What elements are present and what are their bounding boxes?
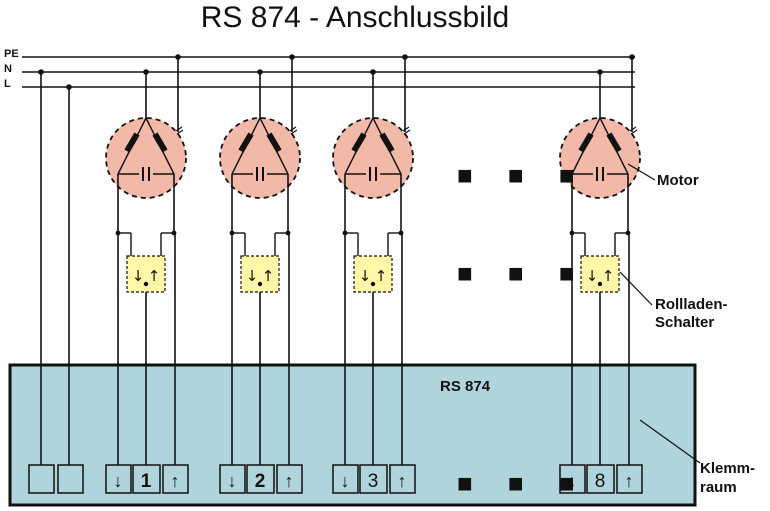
pe-tick xyxy=(403,129,411,135)
terminal-box-up xyxy=(389,464,416,494)
supply-junctions xyxy=(38,69,72,90)
terminal-down-arrow: ↓ xyxy=(228,471,237,491)
switch-down-arrow: ↓ xyxy=(586,267,599,285)
terminal-up-arrow: ↑ xyxy=(171,471,180,491)
junction-n-motor xyxy=(143,69,149,75)
capacitor-gap xyxy=(139,167,153,181)
junction-n-motor xyxy=(597,69,603,75)
bus-lines xyxy=(22,56,635,88)
terminal-box-down xyxy=(219,464,246,494)
coil-left xyxy=(124,132,140,153)
switch-common xyxy=(370,281,376,287)
motor-label: Motor xyxy=(657,172,699,189)
ellipsis-switches: ■ ■ ■ xyxy=(457,258,589,288)
coil-right xyxy=(379,132,395,153)
switch-leader xyxy=(619,271,653,306)
capacitor-gap xyxy=(593,167,607,181)
ellipsis-motors: ■ ■ ■ xyxy=(457,160,589,190)
terminal-label-line1: Klemm- xyxy=(700,460,756,477)
switch-label-line2: Schalter xyxy=(655,314,715,331)
terminal-label-line2: raum xyxy=(700,479,737,496)
junction-n xyxy=(38,69,44,75)
terminal-channel-number: 1 xyxy=(141,471,152,492)
pe-tick xyxy=(629,126,637,132)
junction-pe xyxy=(629,54,635,60)
terminal-box-down xyxy=(332,464,359,494)
terminal-up-arrow: ↑ xyxy=(625,471,634,491)
coil-right xyxy=(606,132,622,153)
terminal-up-arrow: ↑ xyxy=(285,471,294,491)
terminal-box-l xyxy=(57,464,84,494)
terminal-down-arrow: ↓ xyxy=(114,471,123,491)
junction-l xyxy=(66,84,72,90)
pe-tick xyxy=(175,126,183,132)
channels-group: NL↓↑↓1↑↓↑↓2↑↓↑↓3↑↓↑↓8↑ xyxy=(34,54,643,494)
terminal-box-up xyxy=(162,464,189,494)
switch-up-arrow: ↑ xyxy=(262,267,275,285)
terminal-leader xyxy=(639,419,701,464)
bus-label-pe: PE xyxy=(4,48,19,60)
terminal-box-channel xyxy=(132,464,161,494)
pe-tick xyxy=(402,126,410,132)
terminal-box-channel xyxy=(359,464,388,494)
switch-down-arrow: ↓ xyxy=(132,267,145,285)
motor-circle xyxy=(332,117,414,199)
junction-n-motor xyxy=(257,69,263,75)
terminal-box-down xyxy=(105,464,132,494)
junction-n-motor xyxy=(370,69,376,75)
switch-label-line1: Rollladen- xyxy=(655,296,728,313)
switch-up-arrow: ↑ xyxy=(375,267,388,285)
terminal-down-arrow: ↓ xyxy=(341,471,350,491)
terminal-box-n xyxy=(28,464,55,494)
terminal-box-down xyxy=(559,464,586,494)
motor-circle xyxy=(219,117,301,199)
ellipsis-terminals: ■ ■ ■ xyxy=(457,468,589,498)
supply-wires xyxy=(40,72,70,466)
motor-circle xyxy=(105,117,187,199)
bus-label-n: N xyxy=(4,63,12,75)
device-name: RS 874 xyxy=(440,378,491,395)
switch-common xyxy=(597,281,603,287)
coil-right xyxy=(152,132,168,153)
terminal-channel-number: 3 xyxy=(368,471,379,492)
coil-left xyxy=(351,132,367,153)
capacitor-gap xyxy=(366,167,380,181)
terminal-down-arrow: ↓ xyxy=(568,471,577,491)
junction-pe xyxy=(175,54,181,60)
switch-up-arrow: ↑ xyxy=(602,267,615,285)
terminal-up-arrow: ↑ xyxy=(398,471,407,491)
junction-pe xyxy=(402,54,408,60)
pe-tick xyxy=(630,129,638,135)
coil-right xyxy=(266,132,282,153)
leader-lines xyxy=(619,163,701,464)
switch-common xyxy=(257,281,263,287)
pe-tick xyxy=(289,126,297,132)
diagram-title: RS 874 - Anschlussbild xyxy=(200,1,510,34)
pe-tick xyxy=(176,129,184,135)
terminal-channel-number: 8 xyxy=(595,471,606,492)
switch-down-arrow: ↓ xyxy=(359,267,372,285)
capacitor-gap xyxy=(253,167,267,181)
motor-circle xyxy=(559,117,641,199)
terminal-box-channel xyxy=(246,464,275,494)
supply-terminals xyxy=(28,464,84,494)
junction-pe xyxy=(289,54,295,60)
terminal-box-channel xyxy=(586,464,615,494)
switch-up-arrow: ↑ xyxy=(148,267,161,285)
bus-label-l: L xyxy=(4,78,11,90)
coil-left xyxy=(578,132,594,153)
switch-down-arrow: ↓ xyxy=(246,267,259,285)
pe-tick xyxy=(290,129,298,135)
motor-leader xyxy=(627,163,656,181)
switch-common xyxy=(143,281,149,287)
terminal-box-up xyxy=(276,464,303,494)
coil-left xyxy=(238,132,254,153)
terminal-channel-number: 2 xyxy=(255,471,266,492)
terminal-box-up xyxy=(616,464,643,494)
